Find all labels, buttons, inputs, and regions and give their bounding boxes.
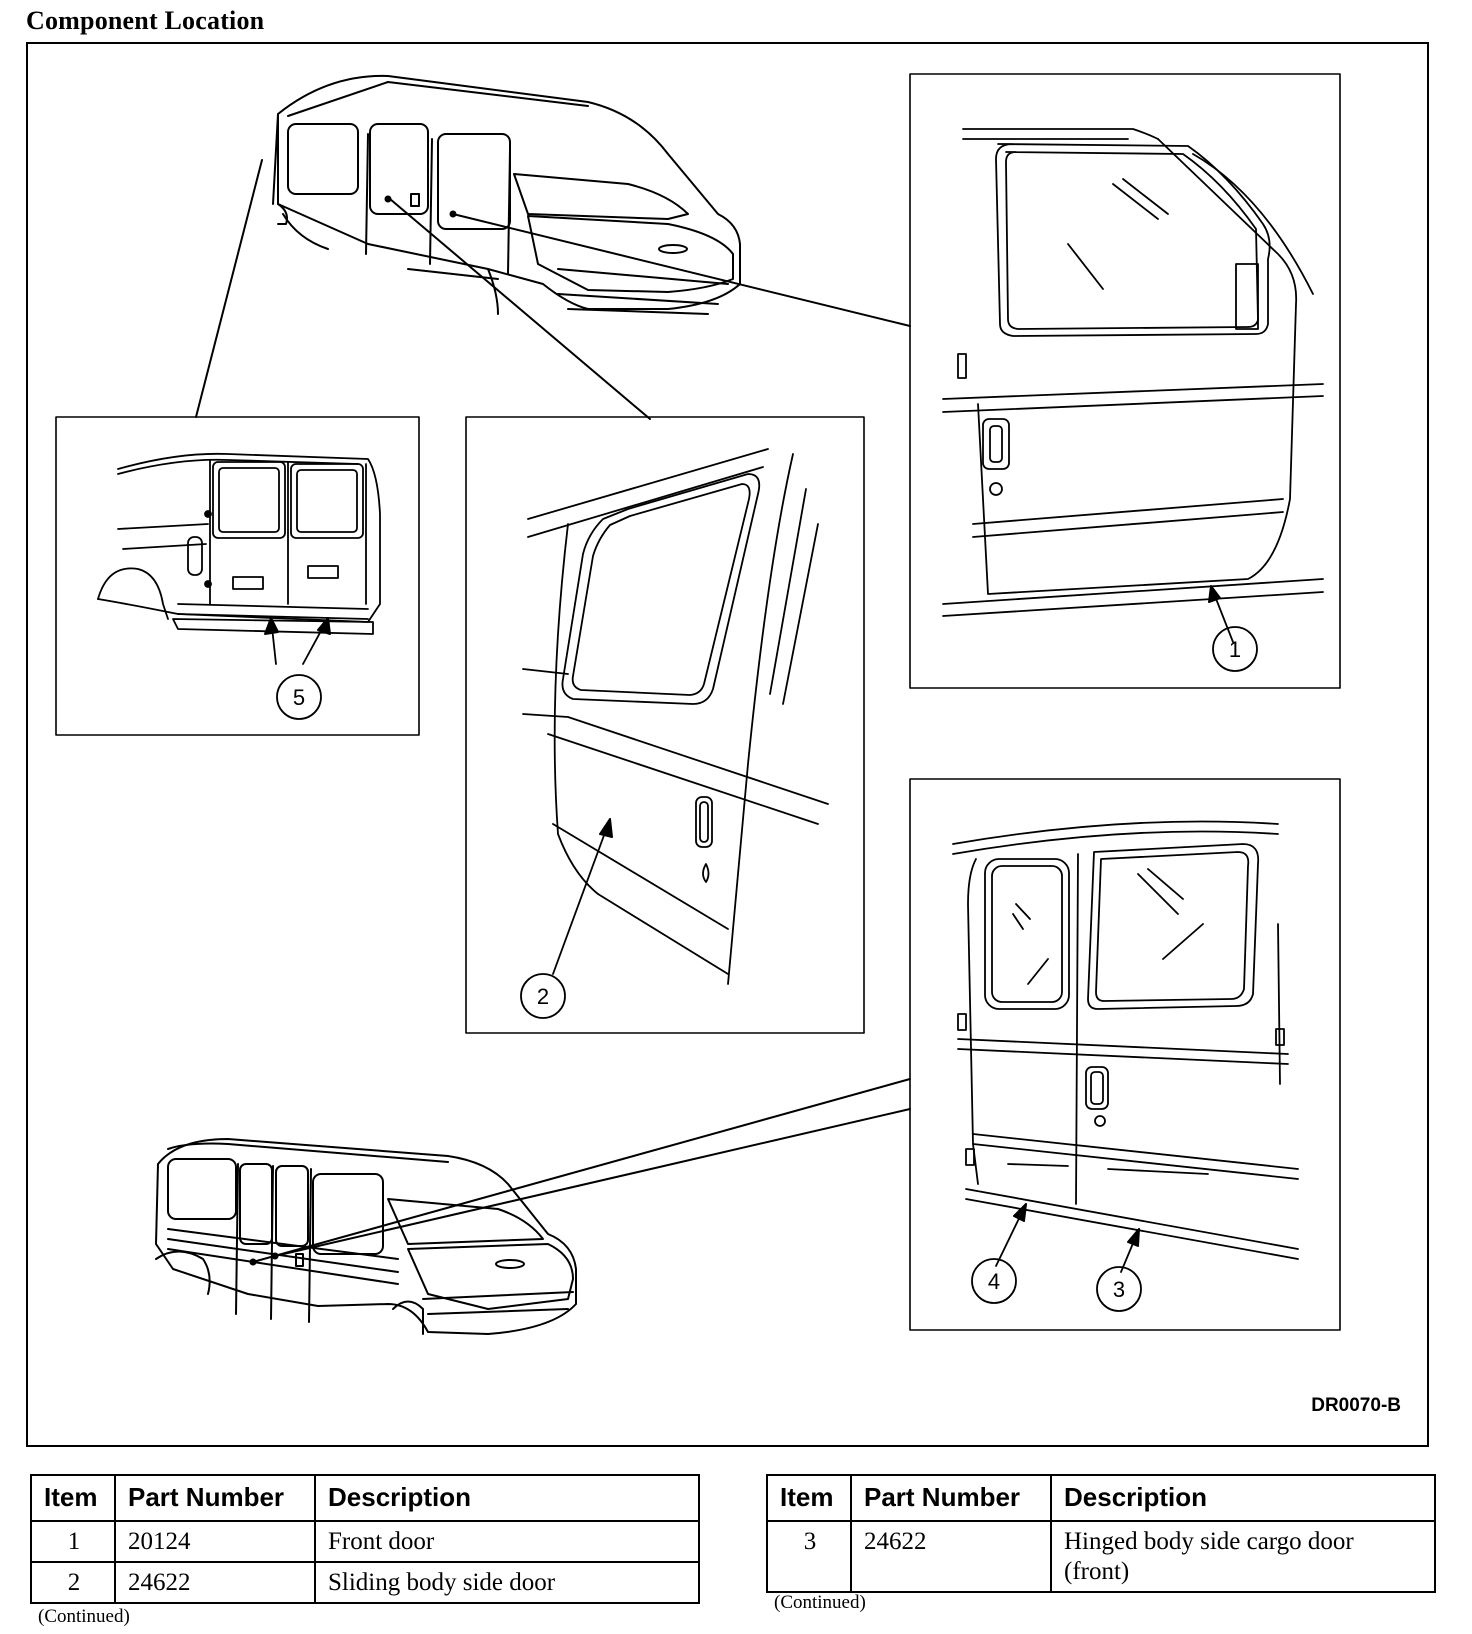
callout-3-circle	[1096, 1266, 1142, 1312]
sliding-door-drawing	[522, 448, 829, 985]
continued-note-left: (Continued)	[38, 1606, 130, 1627]
callout-arrow-2	[552, 818, 611, 975]
van-door-illustration: 5 2	[55, 73, 1341, 1335]
table-row: 1 20124 Front door	[30, 1520, 700, 1563]
cell-description: Sliding body side door	[314, 1561, 700, 1604]
leader-line	[195, 159, 263, 418]
hinged-cargo-door-drawing	[952, 820, 1299, 1260]
arrowhead	[599, 818, 613, 838]
page-title: Component Location	[26, 6, 265, 35]
van-overview-top	[272, 74, 741, 315]
front-door-drawing	[942, 128, 1324, 617]
cell-item: 2	[30, 1561, 116, 1604]
table-row: 2 24622 Sliding body side door	[30, 1561, 700, 1604]
cell-item: 1	[30, 1520, 116, 1563]
callout-3-number: 3	[1113, 1277, 1125, 1302]
leader-line	[389, 198, 651, 420]
parts-table-right: Item Part Number Description 3 24622 Hin…	[766, 1474, 1436, 1593]
arrowhead	[264, 617, 331, 635]
callout-5-number: 5	[293, 685, 305, 710]
column-header-part-number: Part Number	[850, 1474, 1052, 1522]
parts-table-left: Item Part Number Description 1 20124 Fro…	[30, 1474, 700, 1604]
callout-4-number: 4	[988, 1269, 1000, 1294]
inset-front-door	[909, 73, 1341, 689]
callout-5-circle	[276, 674, 322, 720]
column-header-description: Description	[1050, 1474, 1436, 1522]
inset-rear-doors	[55, 416, 420, 736]
column-header-item: Item	[30, 1474, 116, 1522]
cell-description: Front door	[314, 1520, 700, 1563]
inset-hinged-cargo-door	[909, 778, 1341, 1331]
continued-note-right: (Continued)	[774, 1592, 866, 1613]
callout-2-number: 2	[537, 984, 549, 1009]
inset-sliding-door	[465, 416, 865, 1034]
table-row: 3 24622 Hinged body side cargo door (fro…	[766, 1520, 1436, 1593]
callout-4-circle	[971, 1258, 1017, 1304]
leader-line	[452, 213, 911, 327]
rear-doors-drawing	[97, 452, 381, 635]
arrowhead	[1127, 1228, 1140, 1247]
cell-item: 3	[766, 1520, 852, 1593]
column-header-item: Item	[766, 1474, 852, 1522]
table-header-row: Item Part Number Description	[30, 1474, 700, 1522]
leader-line	[274, 1108, 911, 1257]
callout-1-number: 1	[1229, 637, 1241, 662]
cell-description: Hinged body side cargo door (front)	[1050, 1520, 1436, 1593]
callout-2-circle	[520, 973, 566, 1019]
van-overview-bottom	[155, 1138, 577, 1335]
callout-1-circle	[1212, 626, 1258, 672]
arrowhead	[1013, 1203, 1027, 1222]
cell-part-number: 24622	[850, 1520, 1052, 1593]
figure-code: DR0070-B	[1311, 1395, 1401, 1416]
column-header-description: Description	[314, 1474, 700, 1522]
callout-arrow-5	[270, 617, 329, 665]
component-location-figure: 5 2	[26, 42, 1429, 1447]
cell-part-number: 24622	[114, 1561, 316, 1604]
leader-line	[252, 1078, 911, 1263]
column-header-part-number: Part Number	[114, 1474, 316, 1522]
cell-part-number: 20124	[114, 1520, 316, 1563]
arrowhead	[1208, 585, 1221, 603]
table-header-row: Item Part Number Description	[766, 1474, 1436, 1522]
